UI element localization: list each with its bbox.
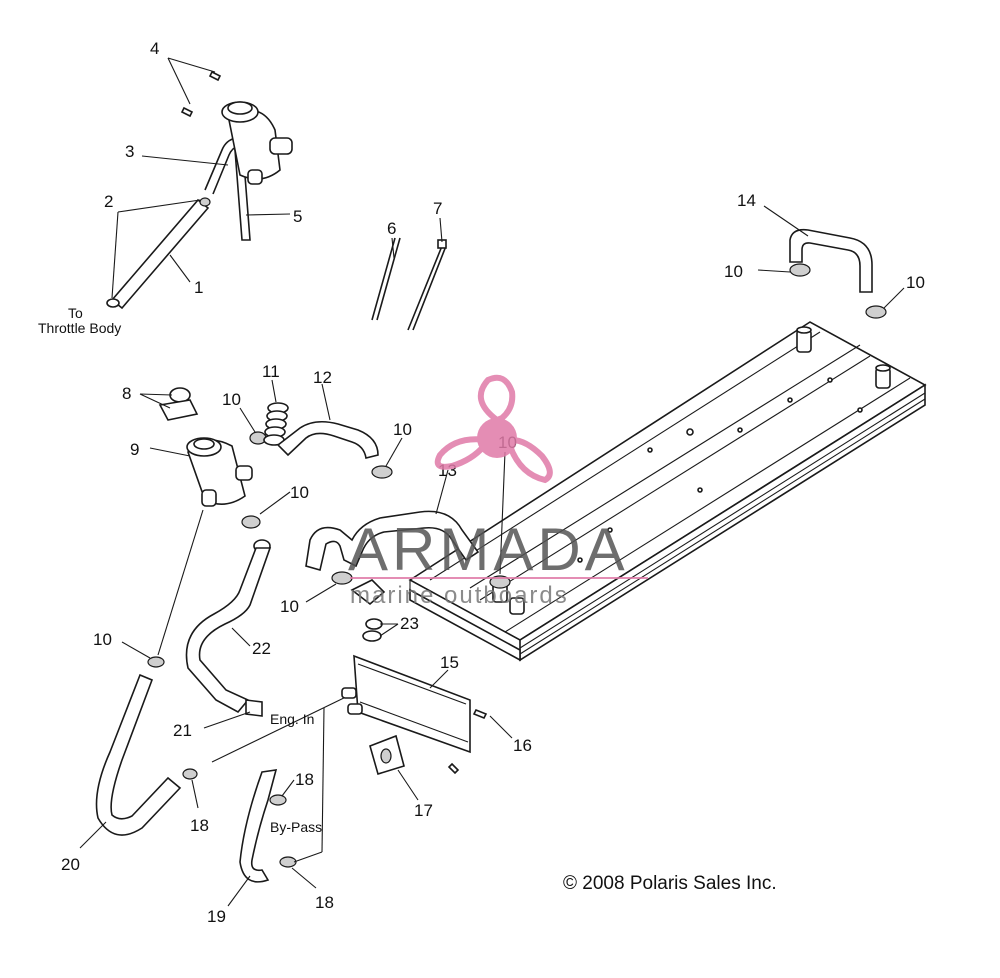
watermark-tagline: marine outboards (350, 582, 569, 609)
callout-22: 22 (252, 639, 271, 658)
note-to: To (68, 305, 83, 321)
callout-10-g: 10 (724, 262, 743, 281)
callout-10-h: 10 (906, 273, 925, 292)
propeller-blade-left (434, 436, 490, 470)
hose-20 (79, 509, 204, 849)
callout-7: 7 (433, 199, 442, 218)
copyright-text: © 2008 Polaris Sales Inc. (563, 873, 777, 894)
note-throttle-body: Throttle Body (38, 320, 121, 336)
callout-10-e: 10 (280, 597, 299, 616)
callout-6: 6 (387, 219, 396, 238)
callout-17: 17 (414, 801, 433, 820)
thermostat-housing (350, 579, 399, 642)
callout-16: 16 (513, 736, 532, 755)
watermark-brand: ARMADA (348, 516, 629, 583)
callout-23: 23 (400, 614, 419, 633)
callout-4: 4 (150, 39, 159, 58)
callout-10-a: 10 (222, 390, 241, 409)
mounting-bracket (341, 654, 513, 801)
note-by-pass: By-Pass (270, 819, 322, 835)
note-eng-in: Eng. In (270, 711, 314, 727)
hose-19 (227, 707, 325, 907)
callout-12: 12 (313, 368, 332, 387)
callout-3: 3 (125, 142, 134, 161)
callout-19: 19 (207, 907, 226, 926)
notes: To Throttle Body Eng. In By-Pass (38, 305, 322, 835)
callout-18-b: 18 (190, 816, 209, 835)
propeller-blade-right (506, 436, 553, 484)
callout-1: 1 (194, 278, 203, 297)
callout-10-b: 10 (393, 420, 412, 439)
callout-10-f: 10 (93, 630, 112, 649)
callout-21: 21 (173, 721, 192, 740)
hose-14 (757, 205, 905, 319)
callout-10-c: 10 (290, 483, 309, 502)
watermark: ARMADA marine outboards (348, 374, 648, 609)
callout-2: 2 (104, 192, 113, 211)
callout-18-c: 18 (315, 893, 334, 912)
heat-exchanger (408, 321, 927, 662)
propeller-hub (477, 418, 517, 458)
coolant-bottle-assembly (139, 379, 379, 529)
callout-11: 11 (262, 362, 280, 381)
callout-15: 15 (440, 653, 459, 672)
callout-18-a: 18 (295, 770, 314, 789)
propeller-blade-top (477, 374, 516, 424)
callout-14: 14 (737, 191, 756, 210)
hose-22 (185, 539, 272, 729)
callout-labels: 1 2 3 4 5 6 7 8 9 10 10 10 10 10 10 10 1… (61, 39, 925, 926)
probes (371, 217, 447, 331)
callout-5: 5 (293, 207, 302, 226)
callout-9: 9 (130, 440, 139, 459)
callout-8: 8 (122, 384, 131, 403)
propeller-logo (434, 374, 553, 484)
eng-in-leader (211, 694, 351, 763)
callout-20: 20 (61, 855, 80, 874)
top-bottle-assembly (106, 57, 293, 310)
